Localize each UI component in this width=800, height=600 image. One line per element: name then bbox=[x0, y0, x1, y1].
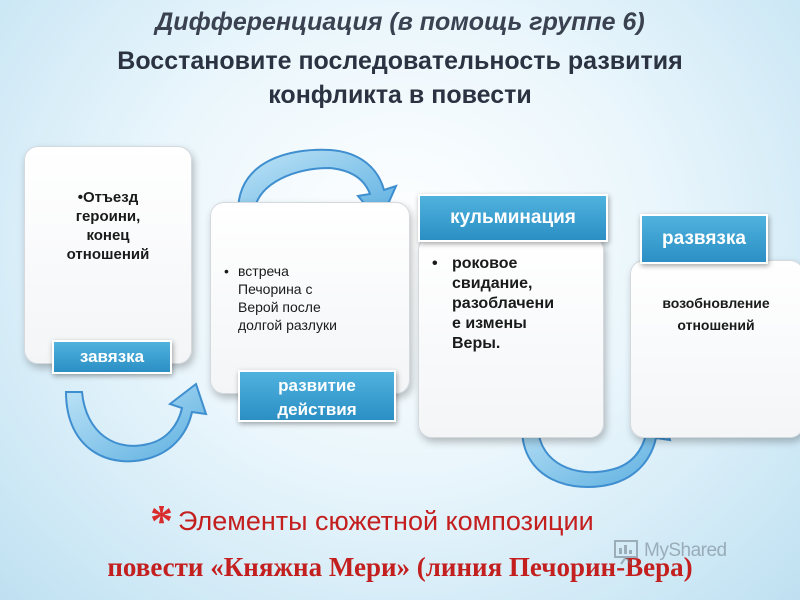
page-subtitle: Дифференциация (в помощь группе 6) bbox=[155, 8, 645, 36]
stage-label-climax: кульминация bbox=[418, 194, 608, 242]
stage-card-resolution bbox=[630, 260, 800, 438]
watermark-text: MyShared bbox=[644, 540, 727, 561]
stage-text-rising-action: • встреча Печорина с Верой после долгой … bbox=[224, 263, 337, 333]
stage-card-climax bbox=[418, 236, 604, 438]
watermark-logo: MyShared bbox=[612, 536, 762, 568]
stage-label-exposition: завязка bbox=[52, 340, 172, 374]
page-title-line-2: конфликта в повести bbox=[268, 81, 532, 109]
stage-card-exposition bbox=[24, 146, 192, 364]
footer-line-1: Элементы сюжетной композиции bbox=[178, 506, 594, 536]
stage-label-resolution: развязка bbox=[640, 214, 768, 264]
stage-label-rising-action: развитие действия bbox=[238, 370, 396, 422]
arrow-bottom-left-curve bbox=[64, 382, 208, 463]
stage-text-resolution: возобновление отношений bbox=[662, 295, 770, 333]
presentation-board-icon bbox=[614, 540, 638, 565]
footer-asterisk: * bbox=[150, 495, 173, 546]
stage-text-exposition: •Отъезд героини, конец отношений bbox=[66, 189, 150, 263]
page-title-line-1: Восстановите последовательность развития bbox=[117, 47, 683, 75]
footer-line-2: повести «Княжна Мери» (линия Печорин-Вер… bbox=[107, 552, 693, 582]
page-title: Восстановите последовательность развития… bbox=[0, 44, 800, 112]
stage-text-climax: • роковое свидание, разоблачени е измены… bbox=[432, 255, 555, 352]
